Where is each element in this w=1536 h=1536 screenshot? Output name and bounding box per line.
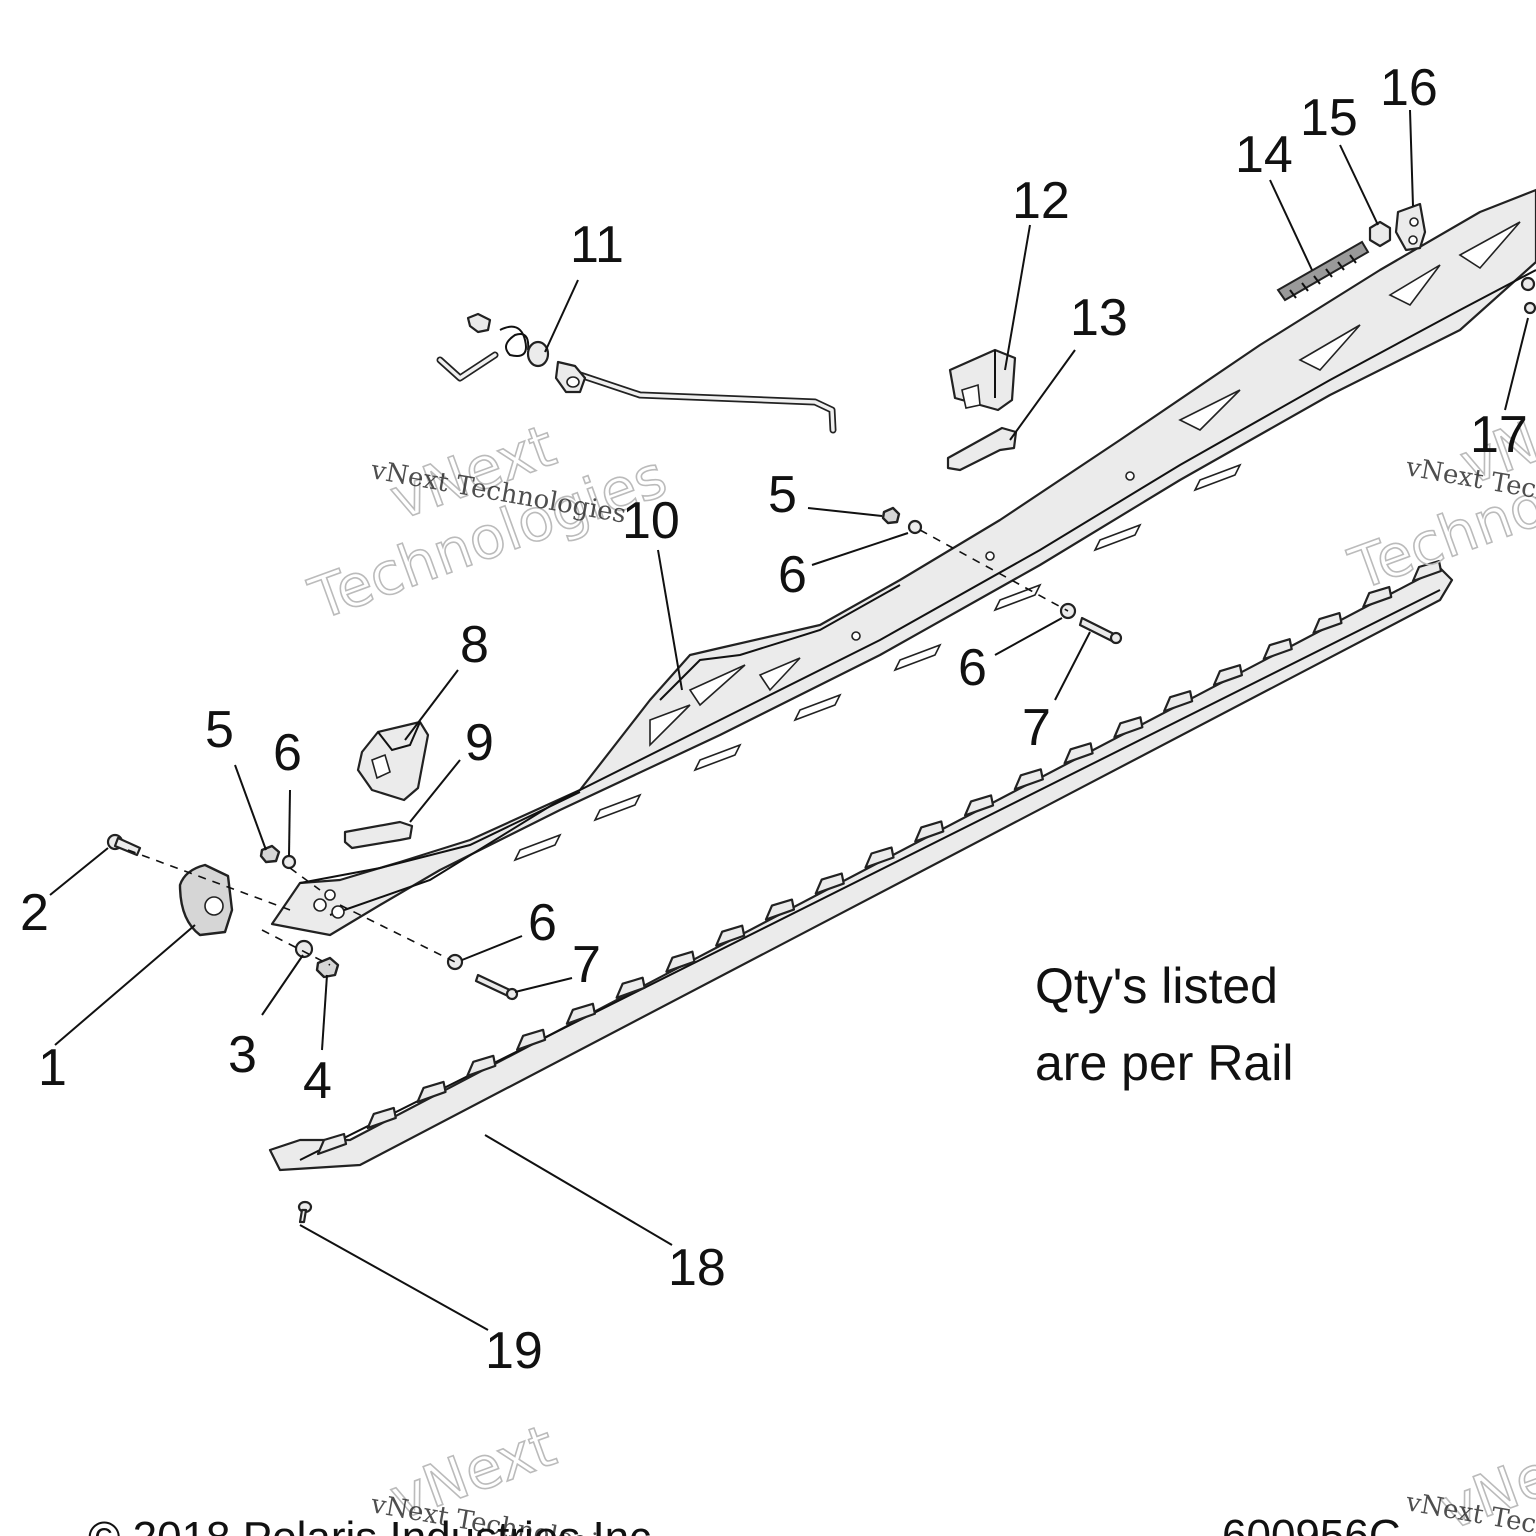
callout-5-mid: 5 <box>768 466 797 524</box>
callout-7-mid: 7 <box>1022 699 1051 757</box>
screw-19 <box>297 1200 313 1224</box>
callout-10: 10 <box>622 492 680 550</box>
callout-5-lower: 5 <box>205 701 234 759</box>
washer-6-nose <box>446 953 464 971</box>
nut-15 <box>1368 220 1392 248</box>
callout-7-nose: 7 <box>572 936 601 994</box>
bolt-2 <box>106 833 142 857</box>
figure-id: 600956C <box>1222 1511 1401 1536</box>
callout-12: 12 <box>1012 172 1070 230</box>
threaded-rod-14 <box>1276 240 1370 302</box>
callout-6-nose: 6 <box>528 894 557 952</box>
bolt-7-nose <box>474 973 512 998</box>
wear-strip-tooth <box>565 1002 596 1025</box>
callout-3: 3 <box>228 1026 257 1084</box>
callout-19: 19 <box>485 1322 543 1380</box>
slide-block-8 <box>356 720 430 802</box>
callout-6-lower: 6 <box>273 724 302 782</box>
wear-strip-tooth <box>1063 742 1094 765</box>
callout-numbers: 1 2 3 4 5 6 6 7 8 9 10 11 12 13 14 15 16… <box>20 59 1528 1380</box>
callout-1: 1 <box>38 1039 67 1097</box>
wear-strip-tooth <box>665 950 696 973</box>
spring-rod-assembly-11 <box>436 312 837 434</box>
assembly-line-2 <box>261 929 331 966</box>
callout-9: 9 <box>465 714 494 772</box>
clip-9 <box>343 820 414 850</box>
wear-strip-tooth <box>1113 716 1144 739</box>
bolt-7-nose-head <box>505 987 519 1001</box>
wear-strip-tooth <box>1362 585 1393 609</box>
wear-strip <box>268 559 1454 1172</box>
nut-5-mid <box>881 506 901 525</box>
wear-strip-tooth <box>764 898 796 921</box>
wear-strip-tooth <box>1312 611 1343 635</box>
copyright-text: © 2018 Polaris Industries Inc. <box>88 1513 663 1536</box>
wear-strip-tooth <box>963 794 995 817</box>
callout-2: 2 <box>20 884 49 942</box>
watermark-top: vNext Technologies vNext Technologies <box>300 411 676 635</box>
fastener-17b <box>1523 301 1536 315</box>
bolt-7-mid-head <box>1109 631 1123 645</box>
wear-strip-tooth <box>366 1106 397 1130</box>
callout-17: 17 <box>1470 406 1528 464</box>
slide-rail <box>270 188 1536 937</box>
bumper-block <box>178 863 234 937</box>
callout-11: 11 <box>570 216 624 274</box>
callout-15: 15 <box>1300 89 1358 147</box>
assembly-line-5 <box>919 529 1069 612</box>
callout-4: 4 <box>303 1052 332 1110</box>
wear-strip-tooth <box>466 1054 497 1077</box>
callout-6-mid: 6 <box>778 546 807 604</box>
bracket-16 <box>1394 202 1427 252</box>
note-line-1: Qty's listed <box>1035 958 1278 1014</box>
nut-4 <box>315 956 340 979</box>
watermark-bottom-right: vNext vNext Technologies <box>1403 1421 1536 1536</box>
wear-strip-tooth <box>1013 768 1044 791</box>
callout-16: 16 <box>1380 59 1438 117</box>
callout-8: 8 <box>460 616 489 674</box>
washer-6-mid <box>907 519 923 535</box>
assembly-line-3 <box>289 867 321 891</box>
wear-strip-tooth <box>1411 559 1443 583</box>
callout-6-mid-lower: 6 <box>958 639 987 697</box>
leader-lines <box>49 109 1529 1331</box>
wear-strip-tooth <box>864 846 895 869</box>
wear-strip-tooth <box>1262 638 1293 661</box>
wear-strip-tooth <box>1163 690 1194 713</box>
clip-13 <box>946 426 1018 472</box>
bolt-7-mid <box>1078 616 1116 643</box>
wear-strip-tooth <box>615 976 646 999</box>
wear-strip-tooth <box>715 924 746 947</box>
wear-strip-tooth <box>914 820 945 843</box>
wear-strip-tooth <box>416 1080 447 1104</box>
assembly-line-4 <box>339 904 456 963</box>
wear-strip-tooth <box>515 1028 547 1051</box>
callout-13: 13 <box>1070 289 1128 347</box>
washer-6-lower <box>281 854 297 870</box>
quantity-note: Qty's listed are per Rail <box>1035 958 1293 1091</box>
wear-strip-teeth <box>316 559 1443 1156</box>
callout-14: 14 <box>1235 126 1293 184</box>
callout-18: 18 <box>668 1239 726 1297</box>
fastener-17a <box>1520 276 1536 292</box>
slide-block-12 <box>948 348 1017 412</box>
washer-3 <box>294 939 314 959</box>
note-line-2: are per Rail <box>1035 1035 1293 1091</box>
wear-strip-tooth <box>316 1132 348 1156</box>
nut-5-lower <box>259 844 281 864</box>
wear-strip-tooth <box>1212 664 1244 687</box>
wear-strip-tooth <box>814 872 845 895</box>
